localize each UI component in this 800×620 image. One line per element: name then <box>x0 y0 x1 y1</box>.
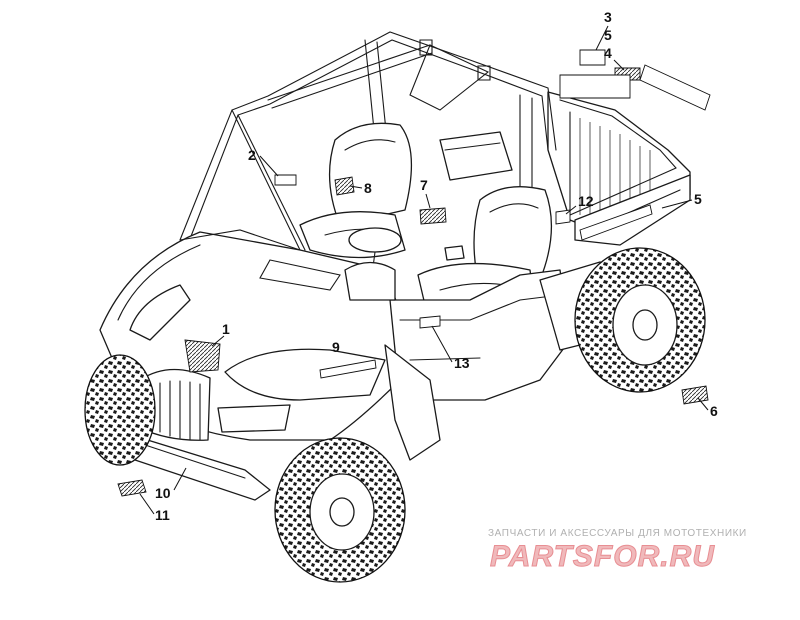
svg-text:6: 6 <box>710 403 718 419</box>
svg-text:9: 9 <box>332 339 340 355</box>
callout-6: 6 <box>697 397 718 419</box>
callout-4: 4 <box>604 45 625 71</box>
rear-right-wheel <box>574 247 706 393</box>
svg-text:13: 13 <box>454 355 470 371</box>
svg-text:4: 4 <box>604 45 612 61</box>
watermark-logo: PARTSFOR.RU <box>490 540 715 574</box>
svg-text:5: 5 <box>694 191 702 207</box>
callout-12: 12 <box>565 193 594 215</box>
svg-text:12: 12 <box>578 193 594 209</box>
callout-8: 8 <box>349 180 372 196</box>
callout-5-side: 5 <box>661 191 702 209</box>
callout-13: 13 <box>431 325 470 371</box>
watermark-caption: ЗАПЧАСТИ И АКСЕССУАРЫ ДЛЯ МОТОТЕХНИКИ <box>488 528 747 539</box>
svg-text:7: 7 <box>420 177 428 193</box>
svg-text:5: 5 <box>604 27 612 43</box>
svg-text:3: 3 <box>604 9 612 25</box>
callout-11: 11 <box>139 493 170 523</box>
callout-3: 3 <box>595 9 612 51</box>
svg-text:10: 10 <box>155 485 171 501</box>
callout-1: 1 <box>211 321 230 347</box>
callout-10: 10 <box>155 467 187 501</box>
svg-text:11: 11 <box>155 507 170 523</box>
callout-9: 9 <box>332 339 340 355</box>
svg-text:1: 1 <box>222 321 230 337</box>
decals <box>117 49 711 497</box>
front-left-wheel <box>84 354 156 466</box>
front-right-wheel <box>274 437 406 583</box>
callout-2: 2 <box>248 147 279 177</box>
svg-text:2: 2 <box>248 147 256 163</box>
callout-7: 7 <box>420 177 431 209</box>
callout-5-top: 5 <box>604 27 612 43</box>
vehicle-body <box>99 227 649 501</box>
rear-headrest-seat <box>439 131 513 181</box>
svg-text:8: 8 <box>364 180 372 196</box>
